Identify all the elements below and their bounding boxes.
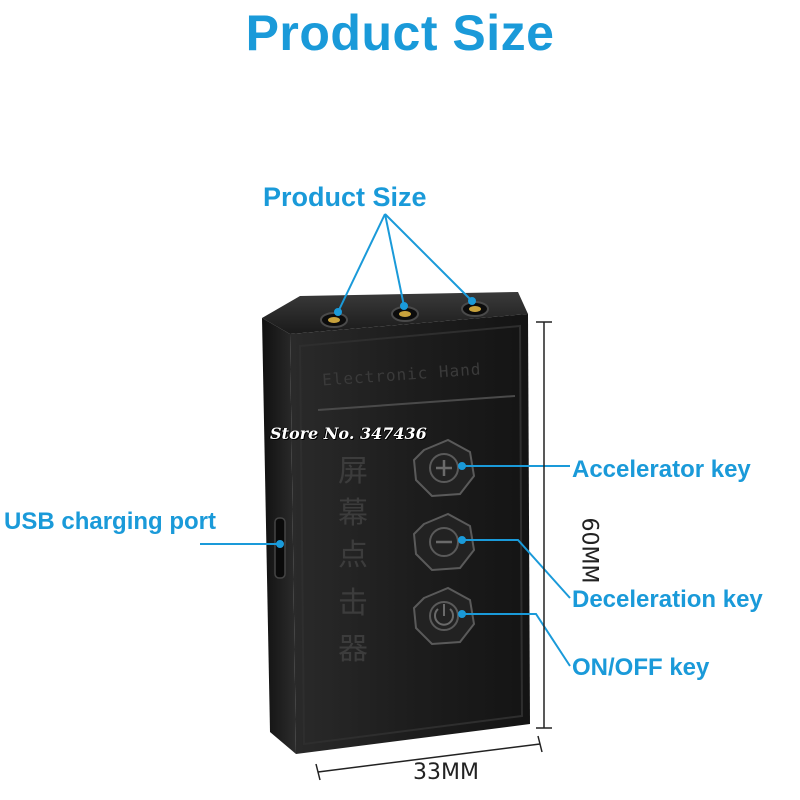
width-dimension-label: 33MM [413, 760, 479, 785]
usb-port-label: USB charging port [4, 508, 217, 535]
device-char-1: 屏 [338, 454, 368, 489]
jack-middle [391, 306, 419, 322]
device-char-4: 击 [338, 586, 368, 621]
page-title: Product Size [245, 5, 555, 61]
device-char-2: 幕 [338, 496, 368, 531]
device-front-face [290, 314, 530, 754]
deceleration-button [412, 512, 476, 572]
device-char-5: 器 [338, 632, 368, 667]
jack-left [320, 312, 348, 328]
store-watermark: Store No. 347436 [270, 424, 427, 443]
deceleration-key-label: Deceleration key [572, 586, 763, 613]
jack-right [461, 301, 489, 317]
top-product-size-label: Product Size [263, 182, 427, 212]
device-char-3: 点 [338, 538, 368, 573]
accelerator-button [412, 438, 476, 498]
accelerator-key-label: Accelerator key [572, 456, 751, 483]
height-dimension-label: 60MM [576, 517, 602, 584]
onoff-button [412, 586, 476, 646]
onoff-key-label: ON/OFF key [572, 654, 710, 681]
